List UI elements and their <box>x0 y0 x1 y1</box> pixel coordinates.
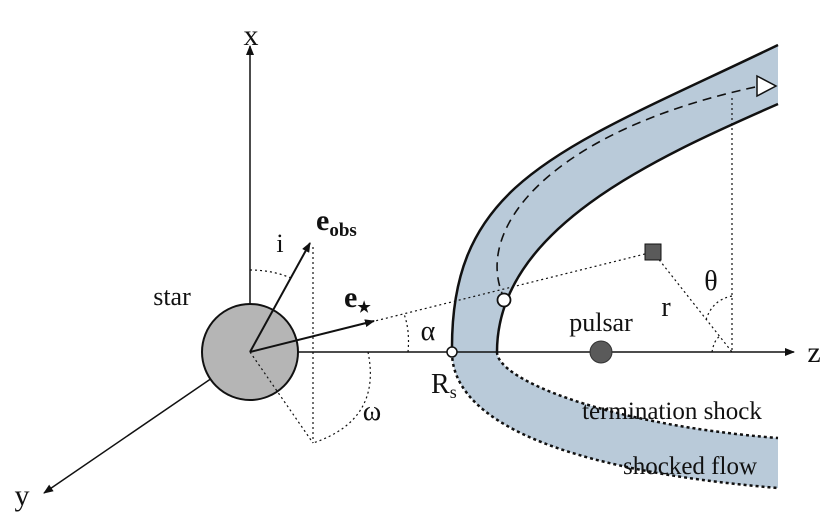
rs-main: R <box>431 369 450 400</box>
rs-subscript: s <box>450 382 457 402</box>
flow-arrow-head <box>756 74 778 98</box>
theta-vertex-arc <box>711 335 721 353</box>
e-obs-label: eobs <box>316 204 357 241</box>
stagnation-point <box>446 346 458 358</box>
e-star-label: e★ <box>344 281 371 316</box>
theta-angle-arc <box>705 295 733 321</box>
shocked-flow-label: shocked flow <box>623 453 757 480</box>
e-obs-subscript: obs <box>329 220 356 241</box>
theta-label: θ <box>704 266 717 297</box>
star-label: star <box>153 282 191 311</box>
rs-label: Rs <box>431 369 457 402</box>
y-axis-label: y <box>15 479 30 512</box>
omega-angle-arc <box>312 351 371 444</box>
incl-angle-arc <box>249 269 292 279</box>
inclination-label: i <box>276 229 283 258</box>
e-star-vector <box>249 319 375 353</box>
x-axis-label: x <box>244 19 259 52</box>
e-star-subscript: ★ <box>357 300 371 316</box>
termination-shock-crossing-point <box>496 292 512 308</box>
r-vector-line <box>652 251 733 353</box>
termination-shock-label: termination shock <box>582 398 762 425</box>
pulsar-dot <box>589 340 613 364</box>
r-label: r <box>661 292 671 323</box>
e-obs-main: e <box>316 204 329 237</box>
termination-shock-lower-line <box>495 351 779 440</box>
e-star-direction-line <box>249 251 654 353</box>
flow-streamline <box>496 85 761 301</box>
shocked-flow-region <box>451 45 778 488</box>
pulsar-label: pulsar <box>569 308 633 337</box>
omega-label: ω <box>363 396 381 427</box>
alpha-label: α <box>421 316 436 347</box>
z-axis-label: z <box>807 336 820 369</box>
flow-point-square <box>644 243 662 261</box>
contact-discontinuity-line <box>450 43 779 353</box>
e-obs-vector <box>249 242 311 353</box>
alpha-angle-arc <box>403 313 410 353</box>
e-obs-projection-oblique <box>249 351 314 444</box>
e-star-main: e <box>344 281 357 314</box>
